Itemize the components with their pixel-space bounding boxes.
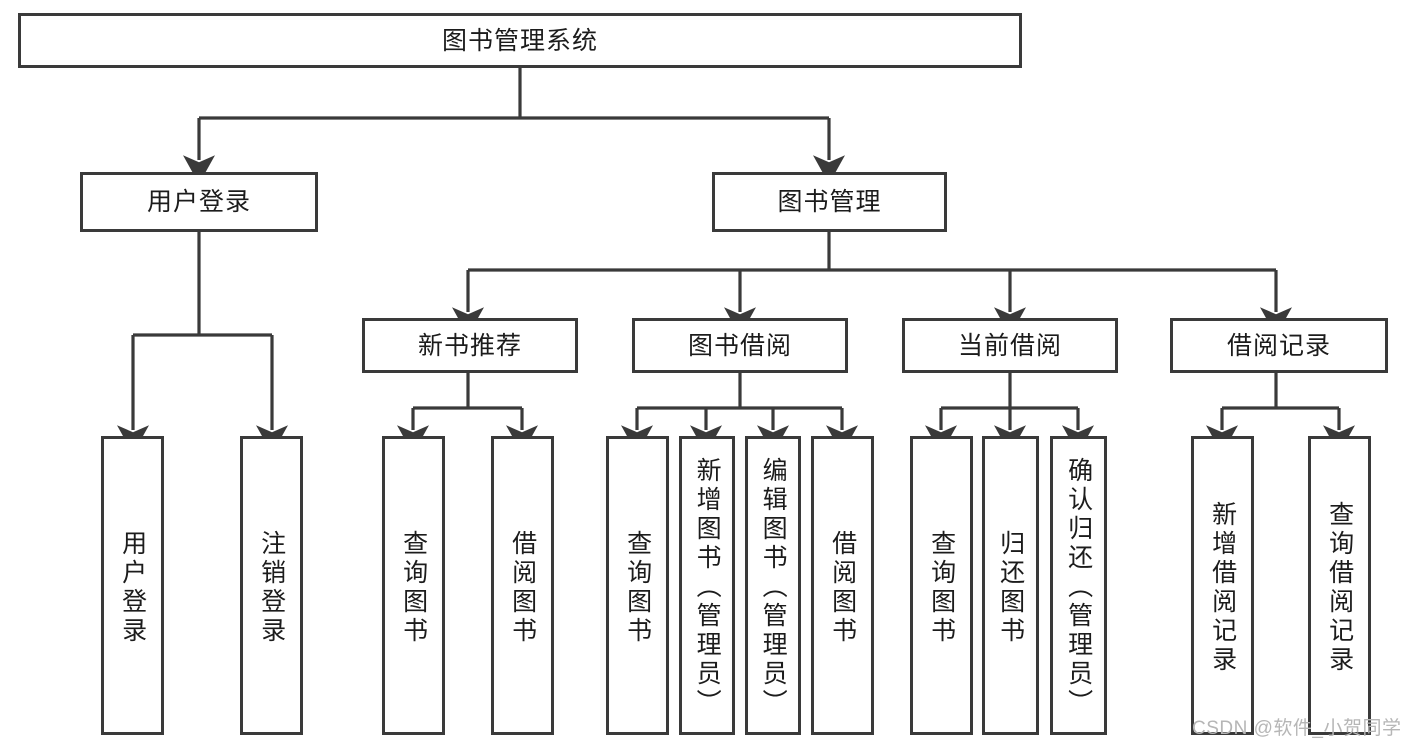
node-leaf-user-login[interactable]: 用户登录 [101, 436, 164, 735]
node-leaf-borrow-book-2[interactable]: 借阅图书 [811, 436, 874, 735]
node-label: 当前借阅 [957, 331, 1062, 360]
node-leaf-return-book[interactable]: 归还图书 [982, 436, 1039, 735]
node-leaf-confirm-return-admin[interactable]: 确认归还（管理员） [1050, 436, 1107, 735]
node-label: 查询图书 [399, 529, 428, 646]
node-leaf-borrow-book-1[interactable]: 借阅图书 [491, 436, 554, 735]
node-label: 查询借阅记录 [1325, 500, 1354, 675]
node-label: 新增借阅记录 [1208, 500, 1237, 675]
watermark-text: CSDN @软件_小贺同学 [1192, 718, 1402, 739]
node-label: 借阅记录 [1226, 331, 1331, 360]
node-label: 编辑图书（管理员） [759, 457, 788, 718]
node-label: 新增图书（管理员） [693, 457, 722, 718]
node-book-borrow[interactable]: 图书借阅 [632, 318, 848, 373]
node-leaf-add-book-admin[interactable]: 新增图书（管理员） [679, 436, 735, 735]
node-label: 图书借阅 [687, 331, 792, 360]
node-label: 注销登录 [257, 529, 286, 646]
node-label: 确认归还（管理员） [1064, 457, 1093, 718]
node-label: 用户登录 [146, 188, 251, 216]
node-leaf-query-book-3[interactable]: 查询图书 [910, 436, 973, 735]
node-user-login[interactable]: 用户登录 [80, 172, 318, 232]
node-label: 图书管理系统 [441, 26, 598, 55]
node-book-management[interactable]: 图书管理 [712, 172, 947, 232]
node-leaf-query-borrow-record[interactable]: 查询借阅记录 [1308, 436, 1371, 735]
node-label: 用户登录 [118, 529, 147, 646]
node-label: 图书管理 [777, 188, 882, 216]
node-label: 借阅图书 [508, 529, 537, 646]
node-root-system[interactable]: 图书管理系统 [18, 13, 1022, 68]
node-current-borrow[interactable]: 当前借阅 [902, 318, 1118, 373]
node-leaf-add-borrow-record[interactable]: 新增借阅记录 [1191, 436, 1254, 735]
node-new-book-recommend[interactable]: 新书推荐 [362, 318, 578, 373]
node-leaf-query-book-2[interactable]: 查询图书 [606, 436, 669, 735]
node-leaf-query-book-1[interactable]: 查询图书 [382, 436, 445, 735]
node-leaf-logout-login[interactable]: 注销登录 [240, 436, 303, 735]
node-label: 查询图书 [623, 529, 652, 646]
node-leaf-edit-book-admin[interactable]: 编辑图书（管理员） [745, 436, 801, 735]
node-label: 归还图书 [996, 529, 1025, 646]
node-borrow-record[interactable]: 借阅记录 [1170, 318, 1388, 373]
node-label: 查询图书 [927, 529, 956, 646]
node-label: 借阅图书 [828, 529, 857, 646]
node-label: 新书推荐 [417, 331, 522, 360]
